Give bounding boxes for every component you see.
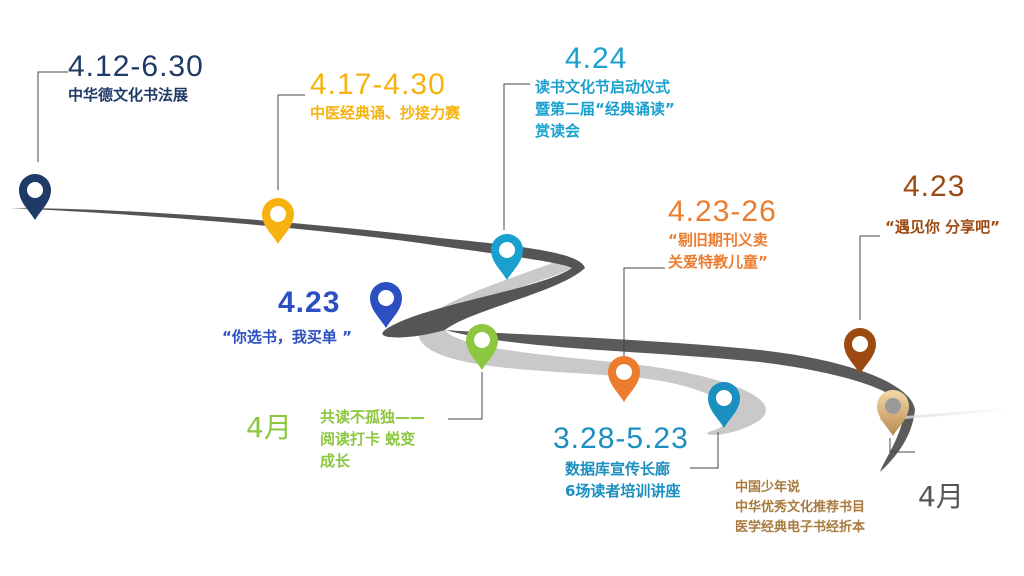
event-9: 中国少年说 中华优秀文化推荐书目 医学经典电子书经折本 [735,478,865,538]
event-6-desc: “你选书，我买单 ” [222,326,352,348]
event-6-line: “你选书，我买单 ” [222,328,352,346]
event-2-line: 中医经典诵、抄接力赛 [310,104,461,122]
event-1-desc: 中华德文化书法展 [68,84,204,106]
event-2: 4.17-4.30 中医经典诵、抄接力赛 [310,68,460,124]
connector-e5 [859,235,880,320]
event-9-date: 4月 [918,480,964,513]
event-4-desc: “剔旧期刊义卖 关爱特教儿童” [668,229,777,273]
event-5-desc: “遇见你 分享吧” [885,216,1000,238]
event-7: 共读不孤独—— 阅读打卡 蜕变 成长 [320,406,425,472]
event-3: 4.24 读书文化节启动仪式 暨第二届“经典诵读” 赏读会 [535,42,675,142]
event-5: 4.23 “遇见你 分享吧” [885,170,1000,238]
event-3-date: 4.24 [565,42,628,75]
event-4-line: “剔旧期刊义卖 [668,231,768,249]
event-8-line: 数据库宣传长廊 [565,460,671,478]
event-6: 4.23 “你选书，我买单 ” [222,286,352,348]
event-9-line: 中国少年说 [735,480,801,495]
map-pin-icon [708,382,740,428]
event-8-line: 6场读者培训讲座 [565,482,681,500]
event-7-line: 阅读打卡 蜕变 [320,430,416,448]
connector-e2 [277,94,305,190]
event-3-desc: 读书文化节启动仪式 暨第二届“经典诵读” 赏读会 [535,76,675,142]
event-7-desc: 共读不孤独—— 阅读打卡 蜕变 成长 [320,406,425,472]
connector-e7 [448,372,483,420]
connector-e1 [37,71,68,162]
event-4-line: 关爱特教儿童” [668,253,768,271]
connector-lines [37,71,915,469]
event-3-line: 读书文化节启动仪式 [535,78,671,96]
event-7-line: 共读不孤独—— [320,408,426,426]
map-pin-icon [844,328,876,374]
connector-e3 [503,83,530,230]
map-pin-icon [466,324,498,370]
road-dark-upper [10,208,585,338]
event-5-line: “遇见你 分享吧” [885,218,1000,236]
event-7-date: 4月 [246,411,292,444]
event-8-desc: 数据库宣传长廊 6场读者培训讲座 [553,458,689,502]
event-4-date: 4.23-26 [668,195,777,228]
event-1-line: 中华德文化书法展 [68,86,189,104]
connector-e8 [690,432,719,469]
event-9-line: 中华优秀文化推荐书目 [735,500,866,515]
pins-layer [19,174,909,436]
event-6-date: 4.23 [278,286,341,319]
connector-e4 [623,267,665,360]
map-pin-icon [608,356,640,402]
map-pin-icon [370,282,402,328]
map-pin-icon [19,174,51,220]
event-2-date: 4.17-4.30 [310,68,446,101]
event-3-line: 赏读会 [535,122,581,140]
event-4: 4.23-26 “剔旧期刊义卖 关爱特教儿童” [668,195,777,273]
event-8: 3.28-5.23 数据库宣传长廊 6场读者培训讲座 [553,422,689,502]
map-pin-icon [262,198,294,244]
event-2-desc: 中医经典诵、抄接力赛 [310,102,460,124]
map-pin-icon [491,234,523,280]
event-7-line: 成长 [320,452,351,470]
event-9-line: 医学经典电子书经折本 [735,520,866,535]
event-3-line: 暨第二届“经典诵读” [535,100,675,118]
event-5-date: 4.23 [903,170,966,203]
road-horizon-fade [880,408,1010,421]
event-9-desc: 中国少年说 中华优秀文化推荐书目 医学经典电子书经折本 [735,478,865,538]
event-1: 4.12-6.30 中华德文化书法展 [68,50,204,106]
event-8-date: 3.28-5.23 [553,422,689,455]
map-pin-icon [877,390,909,436]
event-1-date: 4.12-6.30 [68,50,204,83]
road-dark-lower [445,330,915,472]
connector-e9 [889,438,915,453]
